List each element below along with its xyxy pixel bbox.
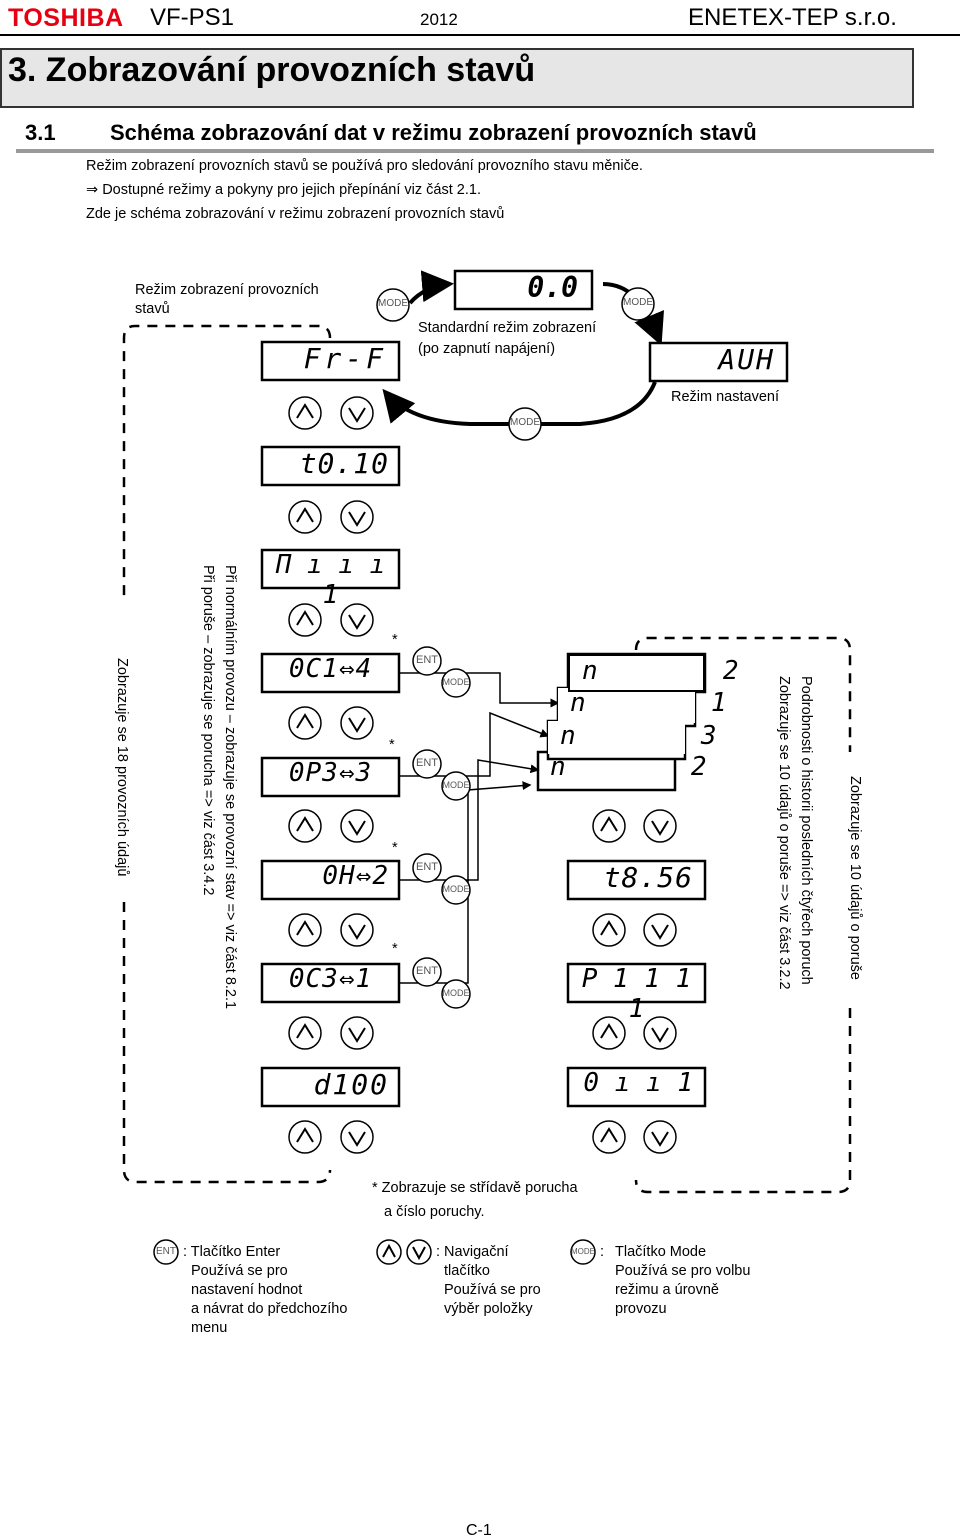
intro-line-1: Režim zobrazení provozních stavů se použ… [86,158,643,174]
vert-mid-label-2: Při poruše – zobrazuje se porucha => viz… [200,565,216,896]
asterisk-1: * [392,632,398,648]
legend-mode-title: Tlačítko Mode [615,1244,707,1260]
right-dashed-bracket [634,636,852,752]
vert-left-label: Zobrazuje se 18 provozních údajů [114,658,130,877]
vert-right-label-1: Podrobnosti o historii posledních čtyřec… [798,676,814,985]
vert-right-label-2: Zobrazuje se 10 údajů o poruše => viz čá… [776,676,792,990]
display-oc1: 0C1⇔4 [288,654,373,684]
mode-key-6: MODE [442,884,470,894]
display-t010: t0.10 [299,447,389,480]
display-hist-4: n 2 [550,752,707,782]
left-dashed-bracket [122,324,332,598]
model-name: VF-PS1 [150,4,235,31]
legend-ent-desc-3: a návrat do předchozího [191,1301,348,1317]
section-rule [16,149,934,153]
display-standard: 0.0 [527,271,578,304]
mode-key-5: MODE [442,780,470,790]
page-number: C-1 [466,1522,492,1539]
display-op3: 0P3⇔3 [288,758,373,788]
vert-far-right-label: Zobrazuje se 10 údajů o poruše [847,776,863,980]
asterisk-2: * [389,737,395,753]
intro-line-3: Zde je schéma zobrazování v režimu zobra… [86,206,505,222]
intro-line-2: ⇒ Dostupné režimy a pokyny pro jejich př… [86,182,481,198]
section-number: 3.1 [25,120,56,145]
display-p1111: P 1 1 1 1 [581,964,692,1024]
asterisk-4: * [392,941,398,957]
setting-mode-label: Režim nastavení [671,389,779,405]
arrow-icon: ⇒ [86,182,99,198]
header-rule [0,34,960,36]
mode-key-3: MODE [510,417,540,428]
display-m111: П ı ı ı 1 [275,550,386,610]
asterisk-3: * [392,840,398,856]
display-o11: 0 ı ı 1 [583,1068,693,1098]
ent-key-1: ENT [416,654,438,666]
brand-logo: TOSHIBA [8,4,124,32]
footnote-line-1: * Zobrazuje se střídavě porucha [372,1180,578,1196]
legend-mode-desc-2: režimu a úrovně [615,1282,719,1298]
ent-key-3: ENT [416,861,438,873]
display-oh: 0H⇔2 [322,861,389,891]
display-d100: d100 [313,1068,389,1101]
display-setting: AUH [718,343,775,376]
display-hist-1: n 2 [568,654,739,692]
display-oc3: 0C3⇔1 [288,964,373,994]
display-hist-2: n 1 [558,688,727,723]
vert-mid-label-1: Při normálním provozu – zobrazuje se pro… [222,565,238,1010]
mode-key-4: MODE [442,677,470,687]
year: 2012 [420,10,458,29]
legend-ent-desc-4: menu [191,1320,228,1336]
chapter-title: 3. Zobrazování provozních stavů [8,51,536,89]
legend-mode-key: MODE [571,1247,595,1256]
status-mode-label-1: Režim zobrazení provozních [135,282,319,298]
display-hist-3: n 3 [548,721,717,754]
legend-ent-title: : Tlačítko Enter [183,1244,281,1260]
legend-mode-desc-3: provozu [615,1301,667,1317]
legend-nav-title: : Navigační [436,1244,509,1260]
display-fr-f: Fr-F [303,342,387,375]
legend-nav-desc-3: výběr položky [444,1301,533,1317]
ent-key-2: ENT [416,757,438,769]
legend-nav-desc-1: tlačítko [444,1263,490,1279]
standard-mode-label-2: (po zapnutí napájení) [418,341,556,357]
ent-key-4: ENT [416,965,438,977]
display-t856: t8.56 [603,861,693,894]
legend-mode-desc-1: Používá se pro volbu [615,1263,751,1279]
legend-nav-desc-2: Používá se pro [444,1282,541,1298]
status-mode-label-2: stavů [135,301,170,317]
legend-ent-desc-2: nastavení hodnot [191,1282,303,1298]
company-name: ENETEX-TEP s.r.o. [688,4,897,31]
mode-key-7: MODE [442,988,470,998]
left-dashed-bracket-bottom [122,902,332,1184]
legend-ent-desc-1: Používá se pro [191,1263,288,1279]
mode-key-1: MODE [378,298,408,309]
legend-mode-colon: : [600,1244,605,1260]
footnote-line-2: a číslo poruchy. [384,1204,485,1220]
section-title: Schéma zobrazování dat v režimu zobrazen… [110,120,757,145]
standard-mode-label-1: Standardní režim zobrazení [418,320,597,336]
legend-ent-key: ENT [156,1246,176,1257]
chapter-title-box [0,48,914,108]
mode-key-2: MODE [623,297,653,308]
